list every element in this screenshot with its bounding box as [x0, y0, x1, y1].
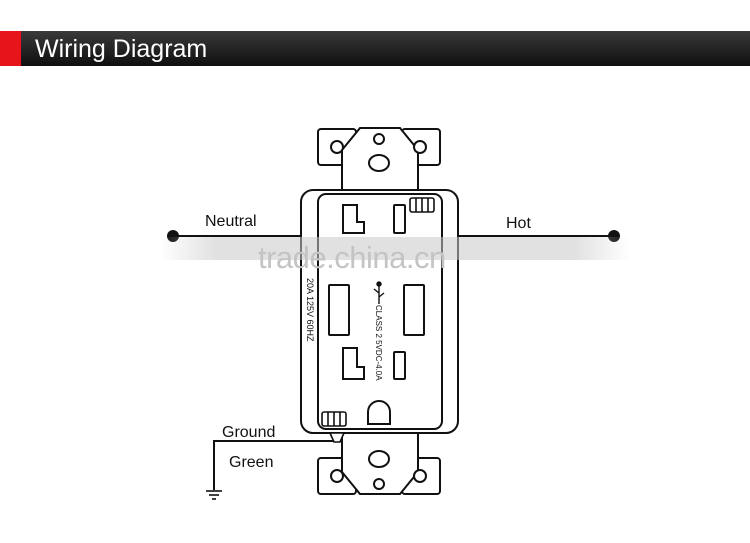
ground-wire: [213, 440, 336, 490]
top-mounting-strap: [317, 127, 441, 191]
neutral-label: Neutral: [205, 213, 257, 230]
watermark-text: trade.china.cn: [258, 240, 446, 275]
ground-symbol-icon: [206, 490, 222, 500]
page-title: Wiring Diagram: [35, 35, 208, 63]
wires: [173, 235, 614, 490]
usb-rating-label: CLASS 2 5VDC-4.0A: [374, 305, 383, 381]
usb-ports: [328, 284, 425, 336]
watermark-band: [160, 237, 630, 260]
ground-label: Ground: [222, 424, 276, 441]
outlet-slots: [342, 204, 406, 425]
terminal-screws: [321, 197, 435, 443]
usb-icon: [373, 281, 385, 304]
rating-label: 20A 125V 60HZ: [305, 278, 315, 342]
bottom-mounting-strap: [317, 431, 441, 495]
header-bar: Wiring Diagram: [0, 31, 750, 66]
green-label: Green: [229, 454, 274, 471]
header-accent-stripe: [0, 31, 21, 66]
hot-label: Hot: [506, 215, 531, 232]
